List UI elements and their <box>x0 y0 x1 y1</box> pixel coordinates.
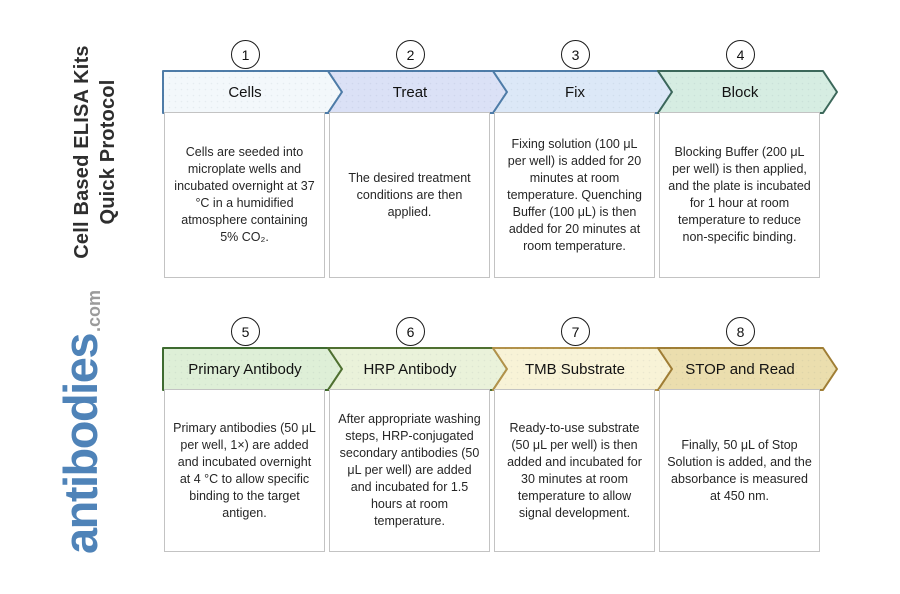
arrow-dot-texture <box>493 348 672 390</box>
step-label: Fix <box>565 83 585 101</box>
arrow-chevron-shape <box>327 70 508 114</box>
step-number: 7 <box>571 323 580 340</box>
arrow-dot-texture <box>328 348 507 390</box>
step-number: 8 <box>736 323 745 340</box>
step-label: STOP and Read <box>685 360 795 378</box>
arrow-dot-texture <box>163 348 342 390</box>
step-label: Block <box>721 83 759 101</box>
step-number-badge: 2 <box>396 40 425 69</box>
step-number-badge: 8 <box>726 317 755 346</box>
step-number: 5 <box>241 323 250 340</box>
antibodies-logo: antibodies.com <box>35 262 125 582</box>
protocol-step: 2 Treat The desired treatment conditions… <box>327 40 508 280</box>
protocol-step: 6 HRP Antibody After appropriate washing… <box>327 317 508 557</box>
step-number: 2 <box>406 46 415 63</box>
figure-title-line1: Cell Based ELISA Kits <box>71 45 93 259</box>
step-arrow: TMB Substrate <box>492 347 673 391</box>
step-label: TMB Substrate <box>524 360 626 378</box>
step-number-badge: 3 <box>561 40 590 69</box>
step-description: Finally, 50 μL of Stop Solution is added… <box>667 437 812 503</box>
step-arrow: Treat <box>327 70 508 114</box>
step-description-box: Primary antibodies (50 μL per well, 1×) … <box>164 389 325 552</box>
arrow-chevron-shape <box>492 347 673 391</box>
step-number-badge: 1 <box>231 40 260 69</box>
step-description-box: The desired treatment conditions are the… <box>329 112 490 278</box>
step-number-badge: 4 <box>726 40 755 69</box>
step-description-box: Cells are seeded into microplate wells a… <box>164 112 325 278</box>
protocol-step: 8 STOP and Read Finally, 50 μL of Stop S… <box>657 317 838 557</box>
figure-title-line2: Quick Protocol <box>97 79 119 225</box>
protocol-row-1: 1 Cells Cells are seeded into microplate… <box>162 40 862 280</box>
protocol-step: 4 Block Blocking Buffer (200 μL per well… <box>657 40 838 280</box>
arrow-chevron-shape <box>492 70 673 114</box>
logo-suffix: .com <box>83 289 104 332</box>
step-description: After appropriate washing steps, HRP-con… <box>338 412 481 528</box>
step-description-box: Ready-to-use substrate (50 μL per well) … <box>494 389 655 552</box>
step-label: HRP Antibody <box>363 360 457 378</box>
step-label: Primary Antibody <box>188 360 302 378</box>
arrow-dot-texture <box>658 348 837 390</box>
step-label: Treat <box>392 83 428 101</box>
protocol-step: 1 Cells Cells are seeded into microplate… <box>162 40 343 280</box>
step-label: Cells <box>228 83 262 101</box>
step-arrow: Cells <box>162 70 343 114</box>
step-arrow: Block <box>657 70 838 114</box>
step-description: Cells are seeded into microplate wells a… <box>174 145 315 244</box>
protocol-step: 5 Primary Antibody Primary antibodies (5… <box>162 317 343 557</box>
step-number: 1 <box>241 46 250 63</box>
step-number-badge: 7 <box>561 317 590 346</box>
step-number: 6 <box>406 323 415 340</box>
step-number-badge: 5 <box>231 317 260 346</box>
figure-title: Cell Based ELISA Kits Quick Protocol <box>63 2 127 302</box>
arrow-dot-texture <box>163 71 342 113</box>
step-arrow: STOP and Read <box>657 347 838 391</box>
protocol-step: 7 TMB Substrate Ready-to-use substrate (… <box>492 317 673 557</box>
arrow-dot-texture <box>658 71 837 113</box>
step-description-box: Blocking Buffer (200 μL per well) is the… <box>659 112 820 278</box>
step-arrow: Primary Antibody <box>162 347 343 391</box>
step-description: The desired treatment conditions are the… <box>348 170 471 219</box>
step-description: Ready-to-use substrate (50 μL per well) … <box>507 420 642 520</box>
step-number-badge: 6 <box>396 317 425 346</box>
step-description-box: Finally, 50 μL of Stop Solution is added… <box>659 389 820 552</box>
step-description: Primary antibodies (50 μL per well, 1×) … <box>173 420 316 520</box>
arrow-chevron-shape <box>657 347 838 391</box>
step-number: 4 <box>736 46 745 63</box>
step-number: 3 <box>571 46 580 63</box>
arrow-dot-texture <box>493 71 672 113</box>
step-description-box: After appropriate washing steps, HRP-con… <box>329 389 490 552</box>
arrow-dot-texture <box>328 71 507 113</box>
protocol-row-2: 5 Primary Antibody Primary antibodies (5… <box>162 317 862 557</box>
arrow-chevron-shape <box>162 347 343 391</box>
logo-wordmark: antibodies <box>53 334 107 555</box>
step-description: Blocking Buffer (200 μL per well) is the… <box>668 145 811 244</box>
arrow-chevron-shape <box>657 70 838 114</box>
protocol-step: 3 Fix Fixing solution (100 μL per well) … <box>492 40 673 280</box>
arrow-chevron-shape <box>327 347 508 391</box>
step-description: Fixing solution (100 μL per well) is add… <box>507 136 642 253</box>
step-arrow: Fix <box>492 70 673 114</box>
step-description-box: Fixing solution (100 μL per well) is add… <box>494 112 655 278</box>
step-arrow: HRP Antibody <box>327 347 508 391</box>
